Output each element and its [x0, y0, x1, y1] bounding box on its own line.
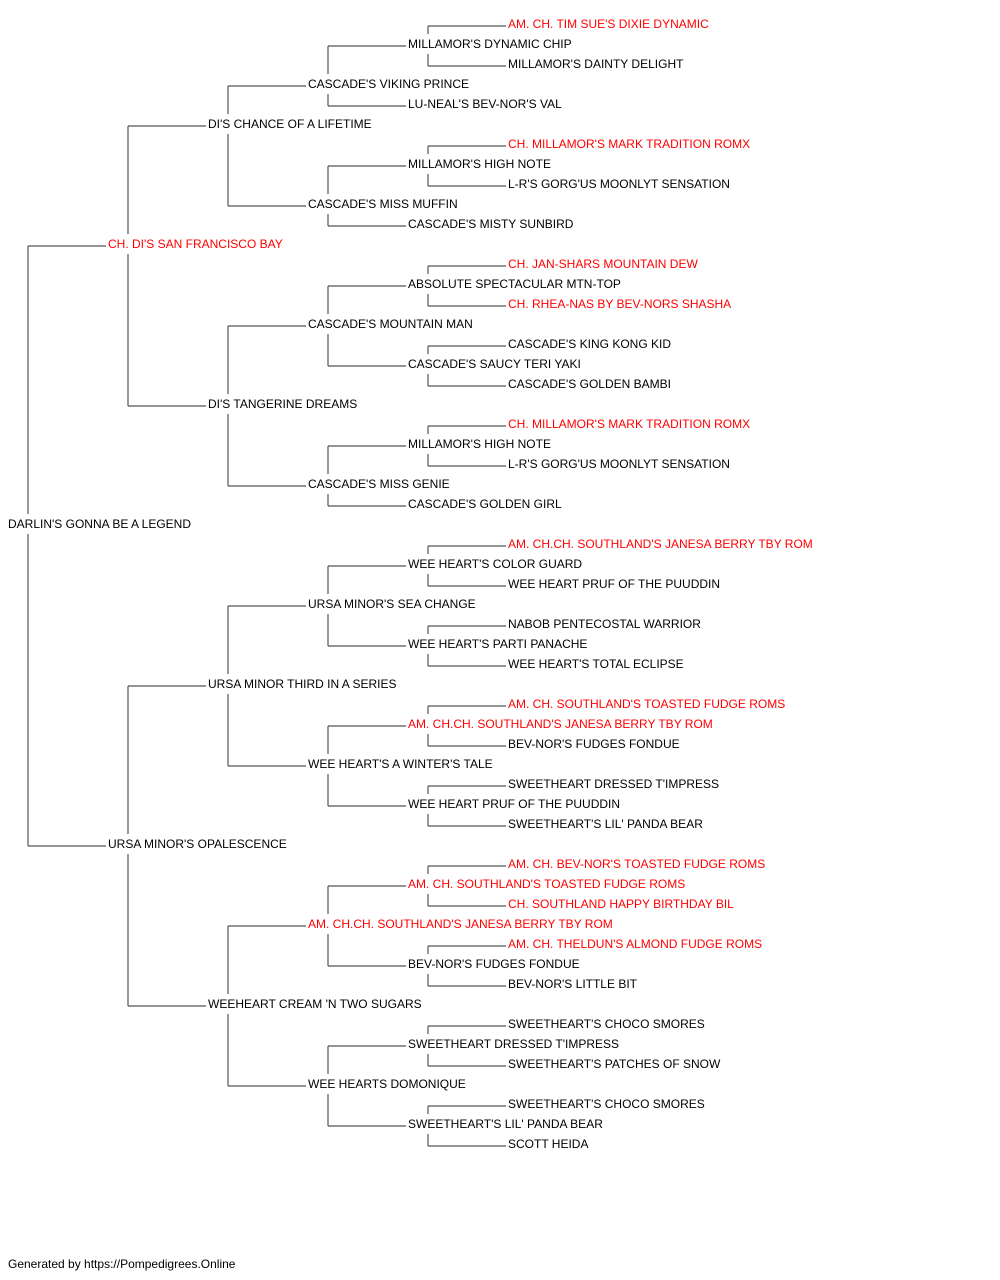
dog-name-sire-sire: DI'S CHANCE OF A LIFETIME [208, 117, 372, 131]
dog-name-sire: CH. DI'S SAN FRANCISCO BAY [108, 237, 283, 251]
pedigree-labels: DARLIN'S GONNA BE A LEGEND CH. DI'S SAN F… [8, 17, 813, 1151]
dog-name-dam-sire-sire: URSA MINOR'S SEA CHANGE [308, 597, 476, 611]
dog-name-sire-dam-sire-dam: CASCADE'S SAUCY TERI YAKI [408, 357, 581, 371]
dog-name-dam-dam-sire-sire: AM. CH. SOUTHLAND'S TOASTED FUDGE ROMS [408, 877, 685, 891]
dog-name-sire-sire-dam-sire-dam: L-R'S GORG'US MOONLYT SENSATION [508, 177, 730, 191]
dog-name-dam-sire-sire-sire-sire: AM. CH.CH. SOUTHLAND'S JANESA BERRY TBY … [508, 537, 813, 551]
dog-name-sire-dam: DI'S TANGERINE DREAMS [208, 397, 357, 411]
dog-name-dam-sire-sire-sire-dam: WEE HEART PRUF OF THE PUUDDIN [508, 577, 720, 591]
pedigree-connector-lines [27, 25, 506, 1147]
dog-name-dam-dam-sire-dam-dam: BEV-NOR'S LITTLE BIT [508, 977, 638, 991]
dog-name-sire-sire-sire-sire-dam: MILLAMOR'S DAINTY DELIGHT [508, 57, 684, 71]
dog-name-sire-dam-sire-sire: ABSOLUTE SPECTACULAR MTN-TOP [408, 277, 621, 291]
dog-name-dam-sire-dam-dam-sire: SWEETHEART DRESSED T'IMPRESS [508, 777, 719, 791]
dog-name-sire-dam-sire-sire-sire: CH. JAN-SHARS MOUNTAIN DEW [508, 257, 698, 271]
dog-name-dam-dam-sire-dam: BEV-NOR'S FUDGES FONDUE [408, 957, 580, 971]
dog-name-sire-dam-dam-sire-dam: L-R'S GORG'US MOONLYT SENSATION [508, 457, 730, 471]
dog-name-dam-dam-dam-dam-sire: SWEETHEART'S CHOCO SMORES [508, 1097, 705, 1111]
dog-name-sire-dam-sire-dam-dam: CASCADE'S GOLDEN BAMBI [508, 377, 671, 391]
dog-name-dam-sire-sire-dam: WEE HEART'S PARTI PANACHE [408, 637, 587, 651]
dog-name-sire-sire-sire-sire-sire: AM. CH. TIM SUE'S DIXIE DYNAMIC [508, 17, 709, 31]
dog-name-sire-sire-sire: CASCADE'S VIKING PRINCE [308, 77, 469, 91]
dog-name-dam-sire-dam-sire-dam: BEV-NOR'S FUDGES FONDUE [508, 737, 680, 751]
dog-name-dam-sire-dam-dam: WEE HEART PRUF OF THE PUUDDIN [408, 797, 620, 811]
dog-name-dam-sire-sire-dam-sire: NABOB PENTECOSTAL WARRIOR [508, 617, 701, 631]
footer-credit: Generated by https://Pompedigrees.Online [8, 1257, 236, 1271]
dog-name-dam-sire: URSA MINOR THIRD IN A SERIES [208, 677, 396, 691]
dog-name-sire-sire-sire-dam: LU-NEAL'S BEV-NOR'S VAL [408, 97, 562, 111]
dog-name-dam-sire-dam: WEE HEART'S A WINTER'S TALE [308, 757, 493, 771]
dog-name-sire-dam-sire: CASCADE'S MOUNTAIN MAN [308, 317, 473, 331]
dog-name-dam-sire-dam-sire-sire: AM. CH. SOUTHLAND'S TOASTED FUDGE ROMS [508, 697, 785, 711]
dog-name-dam-sire-dam-dam-dam: SWEETHEART'S LIL' PANDA BEAR [508, 817, 703, 831]
dog-name-dam-dam: WEEHEART CREAM 'N TWO SUGARS [208, 997, 422, 1011]
dog-name-sire-dam-dam-sire: MILLAMOR'S HIGH NOTE [408, 437, 551, 451]
dog-name-dam-sire-sire-dam-dam: WEE HEART'S TOTAL ECLIPSE [508, 657, 684, 671]
dog-name-dam-dam-dam-sire: SWEETHEART DRESSED T'IMPRESS [408, 1037, 619, 1051]
dog-name-sire-dam-dam-dam: CASCADE'S GOLDEN GIRL [408, 497, 562, 511]
dog-name-sire-dam-dam-sire-sire: CH. MILLAMOR'S MARK TRADITION ROMX [508, 417, 750, 431]
dog-name-sire-sire-dam-sire-sire: CH. MILLAMOR'S MARK TRADITION ROMX [508, 137, 750, 151]
dog-name-sire-sire-dam-sire: MILLAMOR'S HIGH NOTE [408, 157, 551, 171]
dog-name-dam-dam-dam-dam: SWEETHEART'S LIL' PANDA BEAR [408, 1117, 603, 1131]
dog-name-dam-dam-dam-sire-dam: SWEETHEART'S PATCHES OF SNOW [508, 1057, 721, 1071]
dog-name-dam-dam-sire-sire-sire: AM. CH. BEV-NOR'S TOASTED FUDGE ROMS [508, 857, 765, 871]
dog-name-dam-sire-sire-sire: WEE HEART'S COLOR GUARD [408, 557, 582, 571]
dog-name-subject: DARLIN'S GONNA BE A LEGEND [8, 517, 191, 531]
dog-name-sire-dam-sire-dam-sire: CASCADE'S KING KONG KID [508, 337, 671, 351]
dog-name-dam-dam-sire-dam-sire: AM. CH. THELDUN'S ALMOND FUDGE ROMS [508, 937, 762, 951]
dog-name-sire-sire-sire-sire: MILLAMOR'S DYNAMIC CHIP [408, 37, 572, 51]
dog-name-sire-sire-dam-dam: CASCADE'S MISTY SUNBIRD [408, 217, 574, 231]
dog-name-sire-sire-dam: CASCADE'S MISS MUFFIN [308, 197, 458, 211]
dog-name-dam-dam-dam-dam-dam: SCOTT HEIDA [508, 1137, 588, 1151]
dog-name-dam: URSA MINOR'S OPALESCENCE [108, 837, 287, 851]
dog-name-dam-dam-dam: WEE HEARTS DOMONIQUE [308, 1077, 466, 1091]
dog-name-sire-dam-dam: CASCADE'S MISS GENIE [308, 477, 450, 491]
dog-name-sire-dam-sire-sire-dam: CH. RHEA-NAS BY BEV-NORS SHASHA [508, 297, 731, 311]
dog-name-dam-dam-sire-sire-dam: CH. SOUTHLAND HAPPY BIRTHDAY BIL [508, 897, 734, 911]
dog-name-dam-dam-sire: AM. CH.CH. SOUTHLAND'S JANESA BERRY TBY … [308, 917, 613, 931]
dog-name-dam-dam-dam-sire-sire: SWEETHEART'S CHOCO SMORES [508, 1017, 705, 1031]
dog-name-dam-sire-dam-sire: AM. CH.CH. SOUTHLAND'S JANESA BERRY TBY … [408, 717, 713, 731]
